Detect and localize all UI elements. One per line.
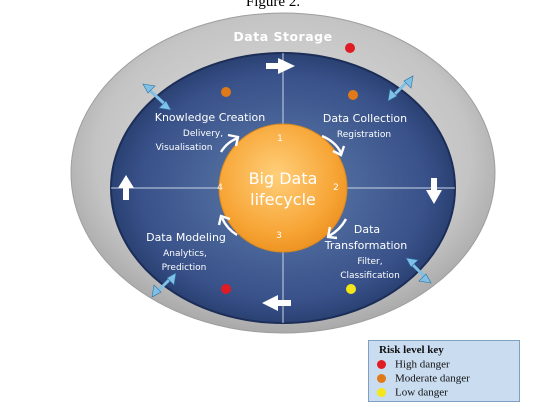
- stage-number-3: 3: [276, 231, 282, 241]
- bidirectional-arrow-bottom-left-icon: [151, 272, 177, 298]
- risk-level-legend: Risk level key High danger Moderate dang…: [368, 340, 520, 402]
- figure-caption: Figure 2.: [245, 0, 301, 10]
- legend-dot-low: [377, 387, 386, 397]
- center-title-line1: Big Data: [249, 169, 318, 188]
- legend-label-low: Low danger: [395, 386, 448, 399]
- stage-data-collection-title: Data Collection: [323, 112, 407, 125]
- legend-title: Risk level key: [379, 344, 444, 356]
- stage-knowledge-creation-sub2: Visualisation: [156, 143, 213, 153]
- data-transformation-risk-dot: [346, 284, 356, 294]
- inner-arrow-1-icon: [321, 134, 346, 157]
- inner-arrow-4-icon: [219, 133, 240, 153]
- stage-data-transformation-title-2: Transformation: [324, 239, 408, 252]
- inner-arrow-2-icon: [326, 218, 348, 240]
- flow-arrow-left-icon: [118, 175, 134, 200]
- stage-data-transformation-title-1: Data: [354, 223, 380, 236]
- legend-dot-moderate: [377, 373, 386, 383]
- legend-item-low: Low danger: [377, 386, 448, 400]
- flow-arrow-bottom-icon: [262, 295, 291, 311]
- lifecycle-center: [218, 123, 348, 253]
- stage-data-modeling-sub2: Prediction: [162, 263, 207, 273]
- stage-number-2: 2: [333, 183, 339, 193]
- bidirectional-arrow-top-right-icon: [387, 75, 414, 102]
- legend-label-high: High danger: [395, 358, 450, 371]
- center-title-line2: lifecycle: [250, 190, 316, 209]
- stage-data-collection-sub1: Registration: [337, 130, 391, 140]
- data-modeling-risk-dot: [221, 284, 231, 294]
- stage-knowledge-creation-sub1: Delivery,: [183, 129, 223, 139]
- legend-label-moderate: Moderate danger: [395, 372, 470, 385]
- stage-number-1: 1: [277, 134, 283, 144]
- flow-arrow-right-icon: [426, 178, 442, 204]
- stage-knowledge-creation-title: Knowledge Creation: [155, 111, 266, 124]
- stage-data-transformation-sub2: Classification: [340, 271, 400, 281]
- stage-data-transformation-sub1: Filter,: [357, 257, 382, 267]
- legend-item-high: High danger: [377, 358, 450, 372]
- bidirectional-arrow-top-left-icon: [142, 83, 172, 111]
- inner-arrow-3-icon: [217, 214, 238, 237]
- stage-data-modeling-title: Data Modeling: [146, 231, 226, 244]
- stage-number-4: 4: [217, 183, 223, 193]
- data-collection-risk-dot: [348, 90, 358, 100]
- bidirectional-arrow-bottom-right-icon: [405, 257, 432, 284]
- flow-arrow-top-icon: [266, 58, 295, 74]
- stage-data-modeling-sub1: Analytics,: [163, 249, 207, 259]
- storage-risk-dot: [345, 43, 355, 53]
- knowledge-creation-risk-dot: [221, 87, 231, 97]
- legend-item-moderate: Moderate danger: [377, 372, 470, 386]
- data-storage-label: Data Storage: [233, 29, 332, 44]
- legend-dot-high: [377, 359, 386, 369]
